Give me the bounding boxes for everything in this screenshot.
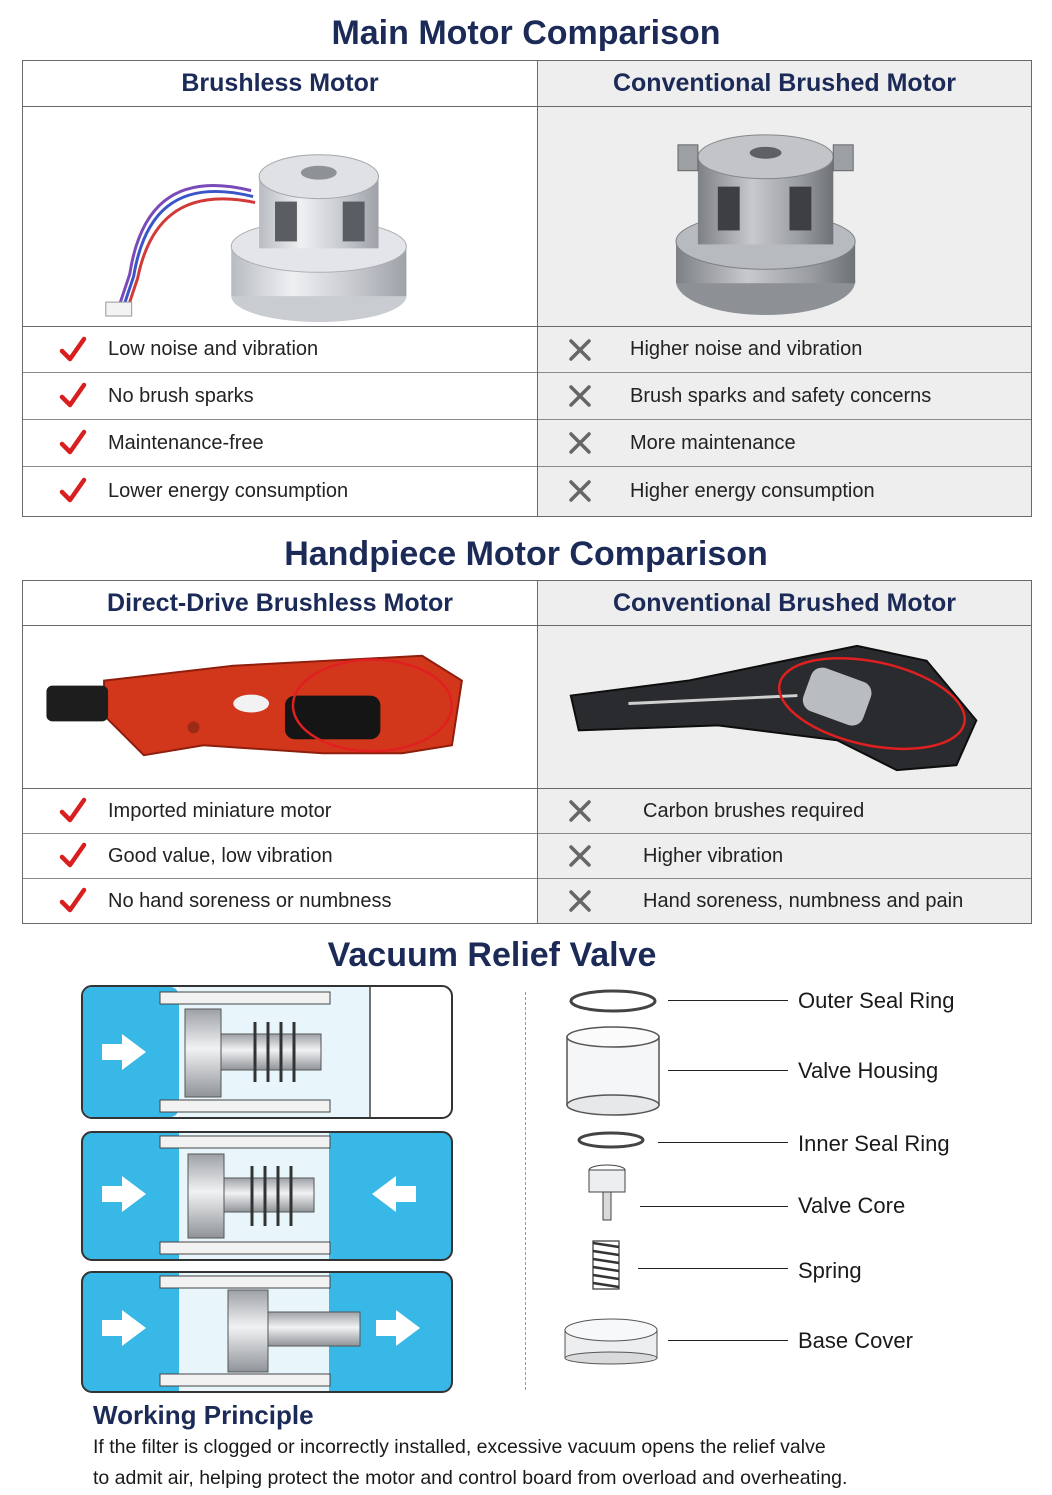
leader-line xyxy=(668,1070,788,1071)
brushed-header: Conventional Brushed Motor xyxy=(538,61,1031,107)
leader-line xyxy=(638,1268,788,1269)
direct-drive-column: Direct-Drive Brushless Motor Imported mi… xyxy=(23,581,537,923)
handpiece-brushed-column: Conventional Brushed Motor Carbon brushe… xyxy=(537,581,1031,923)
leader-line xyxy=(668,1000,788,1001)
cross-icon xyxy=(569,385,591,407)
direct-drive-handpiece-image xyxy=(23,626,537,789)
check-icon xyxy=(59,429,87,455)
brushed-handpiece-image xyxy=(538,626,1031,789)
valve-housing-label: Valve Housing xyxy=(798,1058,939,1083)
working-principle-line-2: to admit air, helping protect the motor … xyxy=(93,1467,848,1489)
list-item: Higher noise and vibration xyxy=(538,327,1031,373)
brushed-item-2: Brush sparks and safety concerns xyxy=(630,384,932,407)
handpiece-brushed-item-1: Carbon brushes required xyxy=(643,799,865,822)
base-cover-part xyxy=(564,1318,658,1365)
list-item: No hand soreness or numbness xyxy=(23,879,537,923)
spring-label: Spring xyxy=(798,1258,862,1283)
list-item: Good value, low vibration xyxy=(23,834,537,879)
list-item: Higher vibration xyxy=(538,834,1031,879)
arrow-icon xyxy=(102,1176,146,1212)
working-principle-title: Working Principle xyxy=(93,1400,314,1430)
list-item: Carbon brushes required xyxy=(538,789,1031,834)
arrow-icon xyxy=(102,1034,146,1070)
cross-icon xyxy=(569,480,591,502)
working-principle-line-1: If the filter is clogged or incorrectly … xyxy=(93,1436,826,1458)
check-icon xyxy=(59,336,87,361)
brushed-handpiece-drawing xyxy=(569,644,978,772)
valve-title: Vacuum Relief Valve xyxy=(327,936,657,974)
direct-drive-item-3: No hand soreness or numbness xyxy=(108,889,392,912)
check-icon xyxy=(59,477,87,503)
brushed-motor-drawing xyxy=(675,134,856,316)
direct-drive-item-2: Good value, low vibration xyxy=(108,844,333,867)
valve-housing-part xyxy=(566,1026,660,1116)
list-item: Brush sparks and safety concerns xyxy=(538,373,1031,420)
spring-part xyxy=(592,1240,620,1290)
brushless-column: Brushless Motor xyxy=(23,61,537,516)
list-item: Low noise and vibration xyxy=(23,327,537,373)
main-motor-table: Brushless Motor xyxy=(22,60,1032,517)
inner-seal-ring-label: Inner Seal Ring xyxy=(798,1131,950,1156)
valve-closed-state xyxy=(81,985,453,1119)
handpiece-brushed-item-2: Higher vibration xyxy=(643,844,784,867)
brushed-item-3: More maintenance xyxy=(630,431,796,454)
valve-core-part xyxy=(588,1164,626,1221)
leader-line xyxy=(658,1142,788,1143)
direct-drive-handpiece-drawing xyxy=(46,654,463,757)
arrow-icon xyxy=(102,1310,146,1346)
brushless-header: Brushless Motor xyxy=(23,61,537,107)
outer-seal-ring-part xyxy=(569,989,657,1013)
brushed-item-1: Higher noise and vibration xyxy=(630,338,863,360)
valve-pressure-state xyxy=(81,1131,453,1261)
leader-line xyxy=(668,1340,788,1341)
brushless-motor-image xyxy=(23,107,537,327)
list-item: Maintenance-free xyxy=(23,420,537,467)
check-icon xyxy=(59,382,87,408)
list-item: Higher energy consumption xyxy=(538,467,1031,515)
valve-parts-exploded-view xyxy=(564,989,660,1365)
base-cover-label: Base Cover xyxy=(798,1328,913,1353)
list-item: More maintenance xyxy=(538,420,1031,467)
leader-line xyxy=(640,1206,788,1207)
direct-drive-item-1: Imported miniature motor xyxy=(108,799,332,822)
cross-icon xyxy=(569,432,591,454)
handpiece-motor-table: Direct-Drive Brushless Motor Imported mi… xyxy=(22,580,1032,924)
arrow-icon xyxy=(372,1176,416,1212)
check-icon xyxy=(59,842,87,868)
brushless-item-1: Low noise and vibration xyxy=(108,338,319,360)
arrow-icon xyxy=(376,1310,420,1346)
outer-seal-ring-label: Outer Seal Ring xyxy=(798,988,955,1013)
list-item: Hand soreness, numbness and pain xyxy=(538,879,1031,923)
handpiece-brushed-item-3: Hand soreness, numbness and pain xyxy=(643,889,964,912)
check-icon xyxy=(59,797,87,823)
cross-icon xyxy=(569,338,591,361)
valve-core-label: Valve Core xyxy=(798,1193,906,1218)
valve-states-diagram xyxy=(81,985,453,1393)
brushless-motor-drawing xyxy=(105,154,407,323)
list-item: No brush sparks xyxy=(23,373,537,420)
handpiece-brushed-header: Conventional Brushed Motor xyxy=(538,581,1031,626)
cross-icon xyxy=(569,800,591,822)
list-item: Lower energy consumption xyxy=(23,467,537,515)
handpiece-motor-title: Handpiece Motor Comparison xyxy=(284,535,768,573)
valve-open-state xyxy=(81,1271,453,1393)
list-item: Imported miniature motor xyxy=(23,789,537,834)
divider xyxy=(525,992,526,1390)
main-motor-title: Main Motor Comparison xyxy=(331,14,721,52)
brushed-column: Conventional Brushed Motor xyxy=(537,61,1031,516)
check-icon xyxy=(59,887,87,913)
brushed-motor-image xyxy=(538,107,1031,327)
brushless-item-2: No brush sparks xyxy=(108,384,254,407)
brushed-item-4: Higher energy consumption xyxy=(630,479,875,502)
cross-icon xyxy=(569,890,591,912)
inner-seal-ring-part xyxy=(577,1131,645,1149)
brushless-item-4: Lower energy consumption xyxy=(108,479,349,502)
brushless-item-3: Maintenance-free xyxy=(108,431,264,454)
cross-icon xyxy=(569,845,591,867)
direct-drive-header: Direct-Drive Brushless Motor xyxy=(23,581,537,626)
